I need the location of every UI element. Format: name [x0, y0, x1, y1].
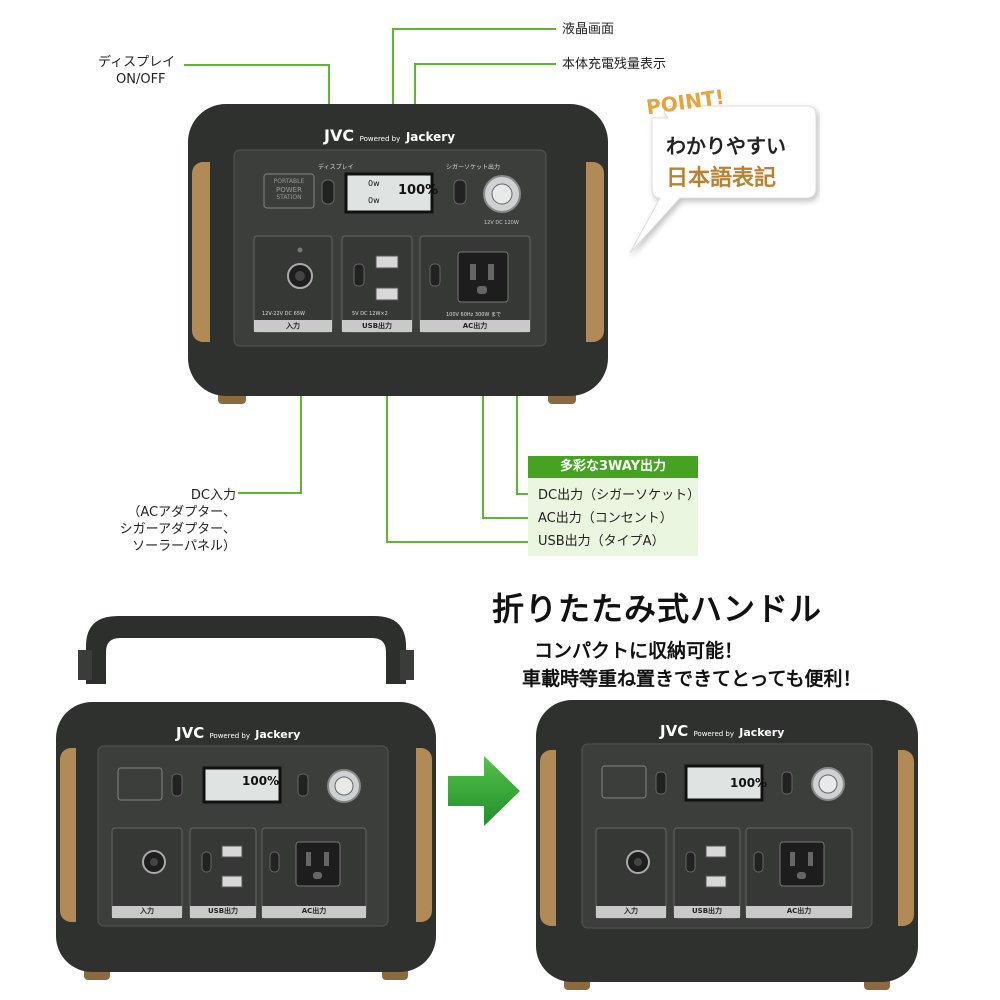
device-top-lcd-percent: 100% [398, 183, 439, 198]
outputs-legend: 多彩な3WAY出力 DC出力（シガーソケット） AC出力（コンセント） USB出… [528, 456, 701, 556]
callout-dc-input: DC入力 （ACアダプター、 シガーアダプター、 ソーラーパネル） [119, 488, 236, 554]
device-folded-percent: 100% [730, 776, 768, 790]
device-handle-usb-label: USB出力 [207, 907, 239, 915]
device-top-ac-spec: 100V 60Hz 300W まで [446, 312, 501, 318]
device-top-usb-spec: 5V DC 12W×2 [352, 311, 388, 317]
arrow-icon [448, 756, 520, 826]
device-top-brand: JVC Powered by Jackery [324, 126, 456, 145]
device-top-ac-label: AC出力 [462, 322, 488, 330]
leader-ac-h [482, 517, 530, 519]
device-handle-percent: 100% [242, 774, 280, 788]
device-top-badge: PORTABLE POWER STATION [273, 178, 305, 201]
handle-line2: 車載時等重ね置きできてとっても便利！ [522, 668, 862, 690]
point-bubble [629, 105, 817, 254]
device-folded [536, 700, 918, 990]
device-top-input-spec: 12V-22V DC 65W [262, 311, 305, 317]
handle-title: 折りたたみ式ハンドル [492, 590, 823, 628]
device-handle-input-label: 入力 [140, 907, 154, 915]
callout-lcd: 液晶画面 [562, 22, 615, 37]
device-top-display-label: ディスプレイ [318, 164, 354, 171]
handle-line1: コンパクトに収納可能！ [534, 640, 744, 662]
leader-cigar-v2 [516, 366, 518, 494]
leader-usb-h [386, 541, 530, 543]
output-usb: USB出力（タイプA） [538, 534, 665, 549]
device-with-handle [56, 616, 436, 980]
callout-battery: 本体充電残量表示 [562, 57, 667, 72]
device-top [188, 104, 608, 404]
output-dc: DC出力（シガーソケット） [538, 488, 701, 503]
callout-display-onoff: ディスプレイ ON/OFF [98, 55, 176, 87]
device-top-lcd-out: 0w [368, 196, 380, 205]
device-folded-brand: JVC Powered by Jackery [660, 722, 785, 740]
output-ac: AC出力（コンセント） [538, 511, 673, 526]
device-handle-ac-label: AC出力 [301, 907, 327, 915]
leader-lcd-h [392, 28, 556, 30]
device-folded-usb-label: USB出力 [691, 907, 723, 915]
device-handle-brand: JVC Powered by Jackery [176, 724, 301, 742]
leader-usb-v [386, 300, 388, 543]
leader-display-h [184, 64, 330, 66]
outputs-heading: 多彩な3WAY出力 [528, 456, 698, 478]
device-top-cigar-label: シガーソケット出力 [446, 164, 501, 171]
leader-battery-h [414, 63, 556, 65]
leader-ac-v [482, 320, 484, 518]
leader-dcin-h [238, 492, 302, 494]
device-top-input-label: 入力 [286, 322, 300, 330]
device-top-cigar-spec: 12V DC 120W [484, 220, 519, 226]
leader-cigar-h3 [516, 493, 530, 495]
device-folded-ac-label: AC出力 [786, 907, 812, 915]
point-line2: 日本語表記 [666, 166, 777, 191]
device-top-usb-label: USB出力 [361, 322, 393, 330]
point-line1: わかりやすい [666, 134, 786, 158]
device-top-lcd-in: 0w [368, 179, 380, 188]
device-folded-input-label: 入力 [624, 907, 638, 915]
